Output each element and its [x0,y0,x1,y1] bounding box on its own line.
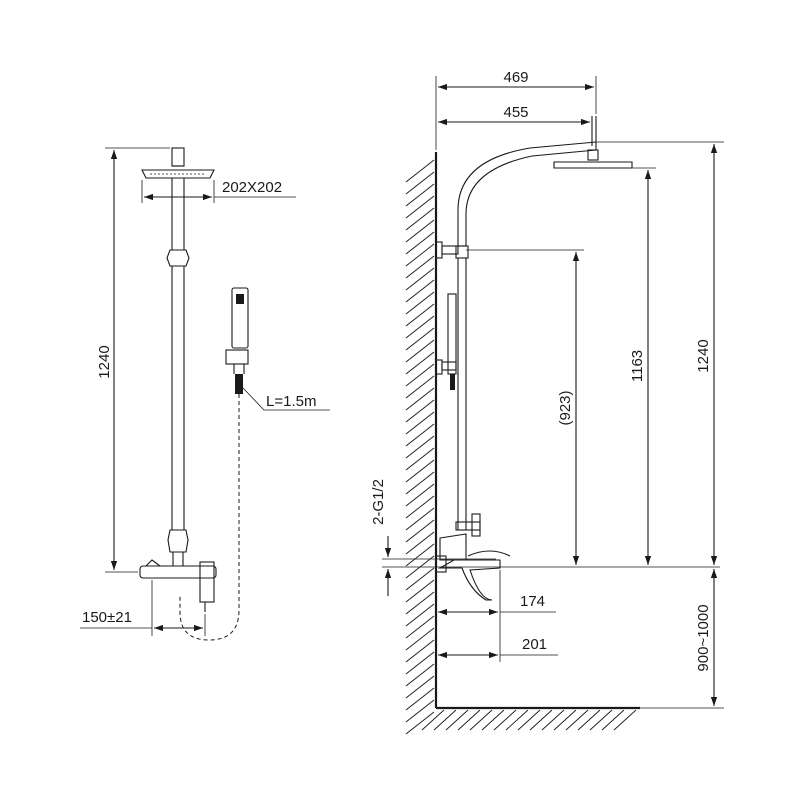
front-view: 1240 202X202 L=1.5m 150±21 [80,147,330,641]
dim-slider-height: (923) [557,390,574,425]
dim-head-size: 202X202 [222,179,282,196]
hand-shower-front [225,287,249,394]
dim-head-height: 1163 [629,350,646,382]
riser-side [435,116,633,601]
dim-hose-length: L=1.5m [266,393,316,410]
dim-reach-outer: 469 [503,69,528,86]
dim-outlet-offset: 150±21 [82,609,132,626]
mixer-front [139,559,217,612]
side-view: 2-G1/2 469 455 1240 1163 (923) 174 201 [370,69,724,735]
hose-front [179,394,240,641]
dim-mount-height: 900~1000 [695,604,712,671]
dim-spout-201: 201 [522,636,547,653]
dim-inlet: 2-G1/2 [370,479,387,525]
dim-front-1240: 1240 [96,345,113,378]
dim-side-1240: 1240 [695,339,712,372]
dim-reach-inner: 455 [503,104,528,121]
shower-head-front [141,147,215,179]
dim-spout-174: 174 [520,593,545,610]
riser-pipe-front [166,178,190,566]
